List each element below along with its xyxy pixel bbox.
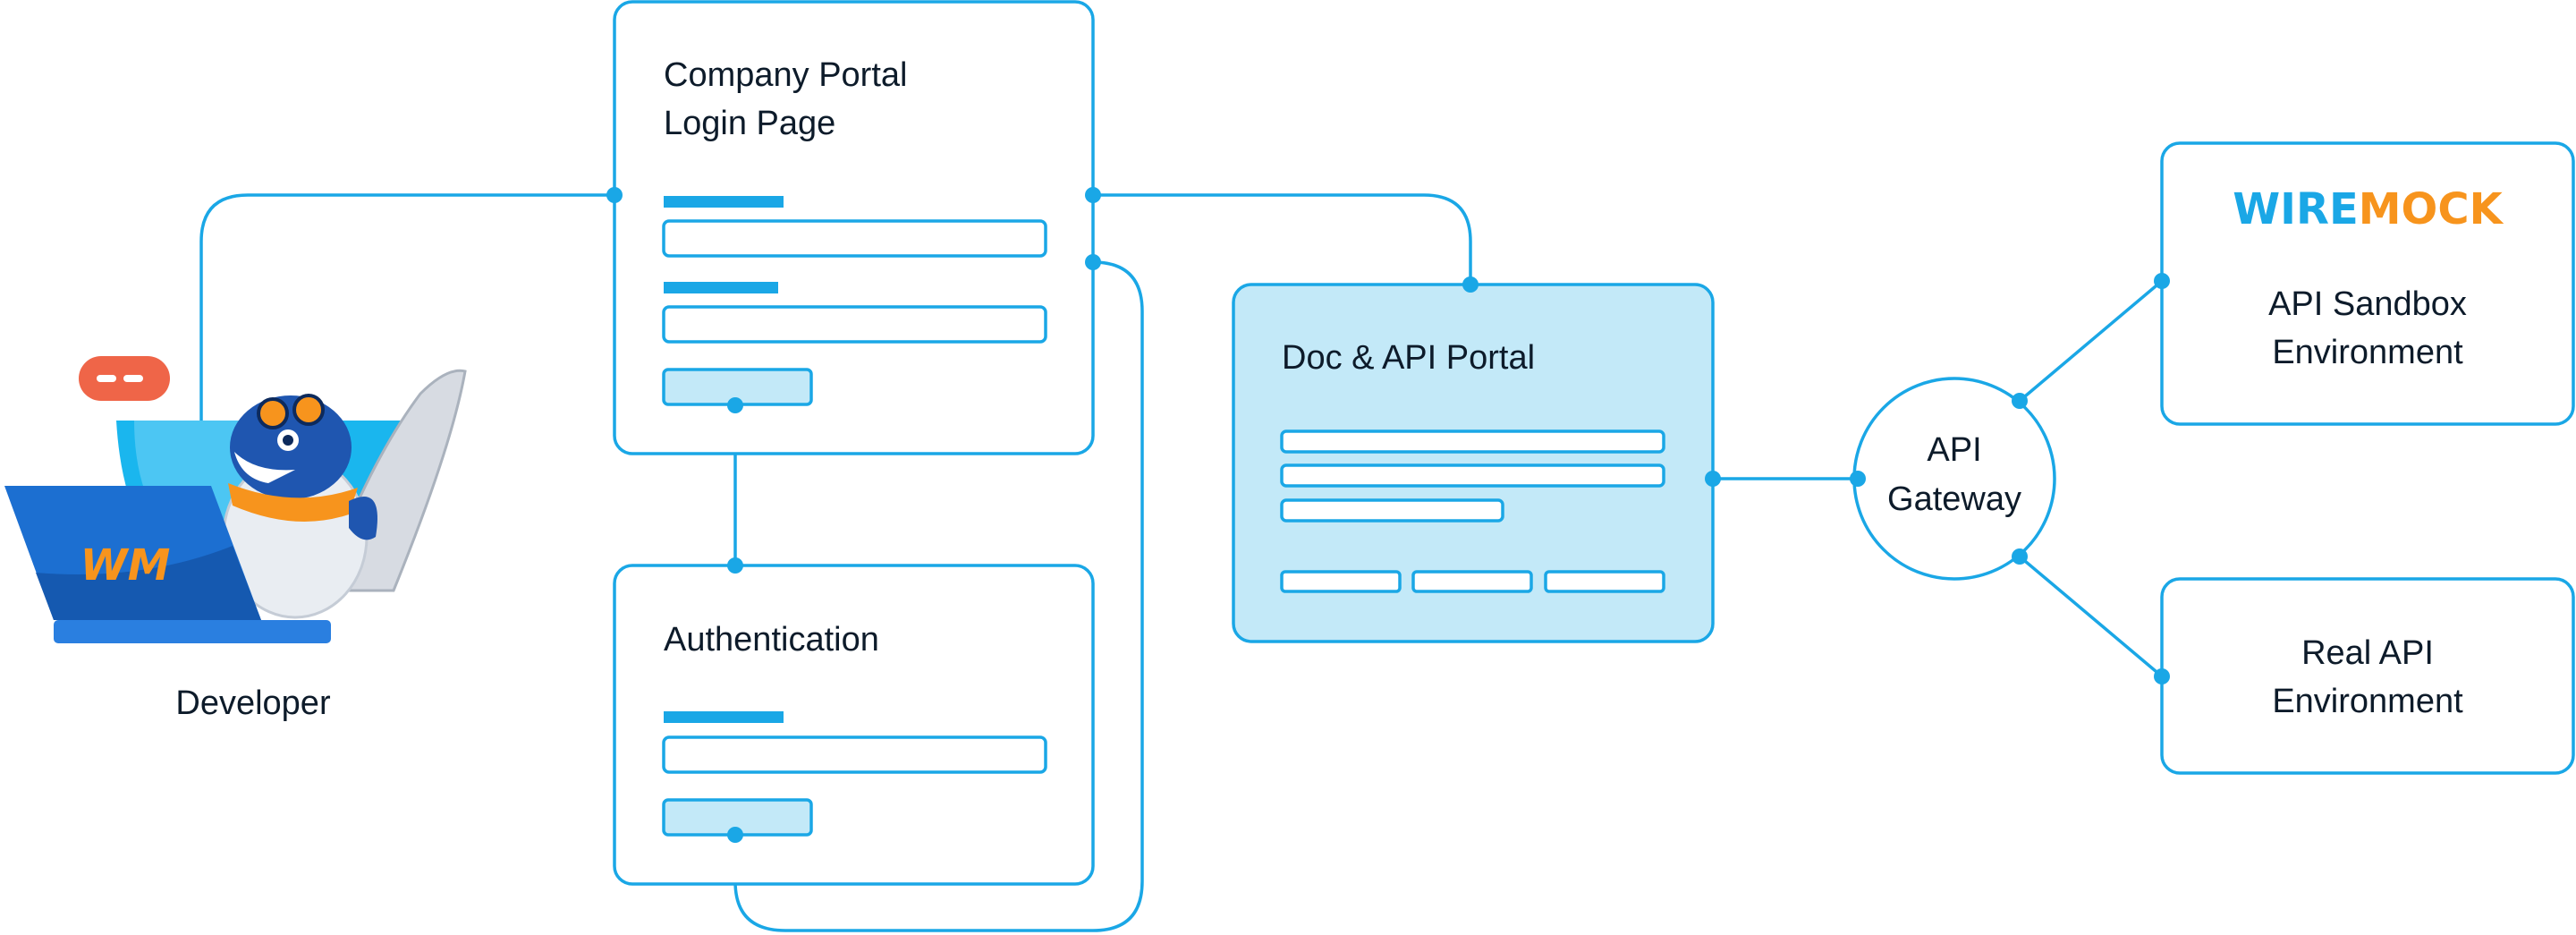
auth-input-field[interactable] — [662, 735, 1047, 774]
sandbox-label-line2: Environment — [2272, 334, 2463, 371]
doc-content-line — [1280, 498, 1504, 523]
gateway-label-line2: Gateway — [1887, 480, 2021, 518]
wiremock-logo-wire: WIRE — [2233, 184, 2359, 234]
api-gateway-node: API Gateway — [1852, 377, 2056, 581]
password-input-field[interactable] — [662, 305, 1047, 344]
connector-dot — [727, 557, 743, 574]
connector-dot — [727, 827, 743, 843]
wiremock-logo-mock: MOCK — [2359, 184, 2504, 234]
penguin-pupil — [283, 435, 293, 446]
real-api-label-line2: Environment — [2272, 683, 2463, 720]
connector-dot — [727, 397, 743, 413]
wiremock-logo: WIREMOCK — [2233, 184, 2504, 234]
penguin-goggle-icon — [292, 394, 325, 426]
developer-illustration: WM Developer — [4, 356, 467, 722]
authentication-card: Authentication — [613, 564, 1095, 886]
api-sandbox-card: WIREMOCK API Sandbox Environment — [2160, 141, 2575, 426]
connector-gateway-to-sandbox — [2018, 279, 2164, 403]
connector-gateway-to-realapi — [2018, 555, 2164, 678]
connectors — [199, 193, 2164, 932]
penguin-beak — [234, 452, 295, 483]
doc-portal-title: Doc & API Portal — [1282, 339, 1535, 377]
doc-action-button[interactable] — [1544, 570, 1665, 593]
doc-action-button[interactable] — [1411, 570, 1533, 593]
sandbox-label-line1: API Sandbox — [2268, 285, 2467, 323]
penguin-scarf — [228, 483, 358, 522]
penguin-goggle-icon — [257, 397, 289, 429]
gateway-label-line1: API — [1927, 431, 1981, 469]
connector-dot — [2154, 668, 2170, 684]
doc-content-line — [1280, 429, 1665, 454]
doc-content-line — [1280, 463, 1665, 488]
connector-auth-loop — [733, 260, 1144, 932]
chat-dot — [123, 375, 143, 382]
laptop-base — [54, 620, 331, 643]
connector-dot — [1462, 276, 1479, 293]
connector-dot — [1705, 471, 1721, 487]
laptop-screen-shade — [36, 546, 261, 620]
real-api-label-line1: Real API — [2301, 634, 2434, 672]
doc-api-portal-card: Doc & API Portal — [1232, 283, 1715, 643]
username-input-field[interactable] — [662, 219, 1047, 258]
field-label-bar — [664, 282, 778, 293]
real-api-card: Real API Environment — [2160, 577, 2575, 775]
company-portal-login-card: Company Portal Login Page — [613, 0, 1095, 455]
field-label-bar — [664, 711, 784, 723]
connector-dot — [1085, 187, 1101, 203]
login-title-line2: Login Page — [664, 105, 835, 142]
login-title-line1: Company Portal — [664, 56, 907, 94]
connector-dot — [2012, 548, 2028, 565]
connector-dot — [606, 187, 623, 203]
authentication-title: Authentication — [664, 621, 879, 659]
gateway-circle — [1852, 377, 2056, 581]
card-frame — [2160, 577, 2575, 775]
connector-dot — [1085, 254, 1101, 270]
connector-dot — [2012, 393, 2028, 409]
connector-dot — [1850, 471, 1866, 487]
developer-label: Developer — [175, 684, 331, 722]
penguin-flipper — [349, 497, 377, 540]
field-label-bar — [664, 196, 784, 208]
connector-dots — [606, 187, 2170, 843]
chat-dot — [97, 375, 116, 382]
connector-login-to-docportal — [1093, 193, 1472, 285]
connector-developer-to-login — [199, 193, 614, 421]
connector-dot — [2154, 273, 2170, 289]
laptop-logo-icon: WM — [80, 540, 171, 591]
doc-action-button[interactable] — [1280, 570, 1402, 593]
